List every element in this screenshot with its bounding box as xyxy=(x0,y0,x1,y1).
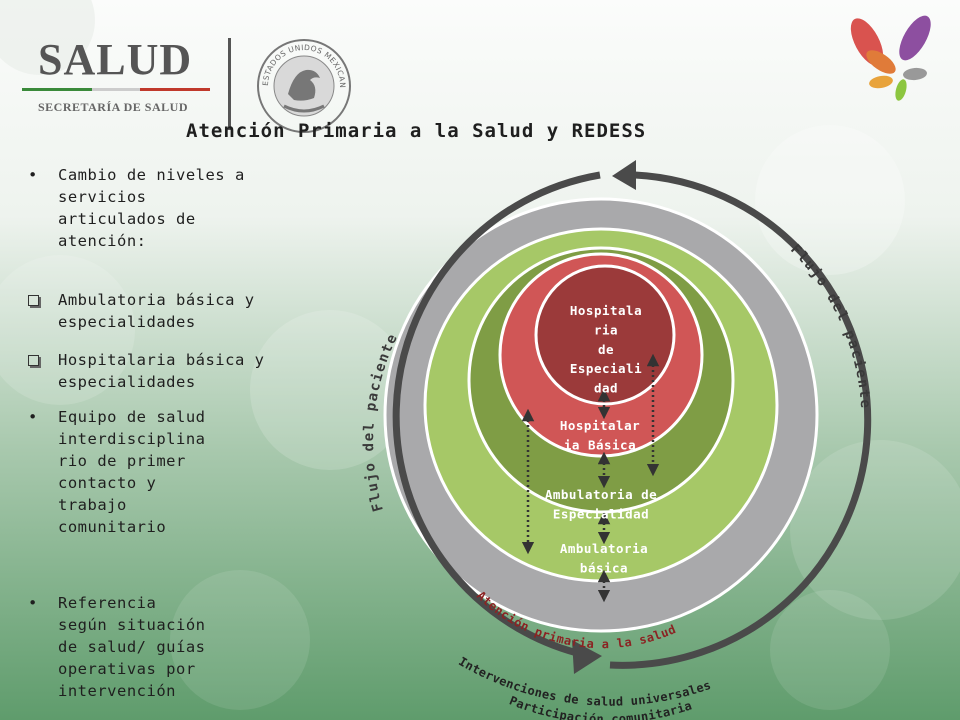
flow-arc-right-head xyxy=(612,160,636,190)
label-line: Especialidad xyxy=(553,506,649,521)
label-line: ia Básica xyxy=(564,437,636,452)
bullet-dot-icon: • xyxy=(28,166,38,184)
label-line: Ambulatoria xyxy=(560,541,648,556)
label-ambulatoria-especialidad: Ambulatoria de Especialidad xyxy=(545,487,657,521)
bullet-text: Hospitalaria básica y especialidades xyxy=(58,351,265,391)
label-line: Hospitalar xyxy=(560,418,640,433)
flow-arc-right xyxy=(609,171,872,669)
checkbox-bullet-icon xyxy=(28,289,39,312)
butterfly-logo-icon xyxy=(850,15,931,101)
bullet-text: Ambulatoria básica y especialidades xyxy=(58,291,255,331)
logo-word: SALUD xyxy=(38,35,193,84)
bullet-text: Referencia según situación de salud/ guí… xyxy=(58,594,206,700)
bullet-text: Cambio de niveles a servicios articulado… xyxy=(58,166,245,250)
label-line: básica xyxy=(580,560,628,575)
logo-tricolor-line xyxy=(22,88,210,91)
mexican-coat-of-arms-icon: ESTADOS UNIDOS MEXICANOS xyxy=(254,36,351,133)
label-line: Ambulatoria de xyxy=(545,487,657,502)
logo-divider xyxy=(228,38,231,130)
flow-arc-left xyxy=(392,171,601,659)
slide-title: Atención Primaria a la Salud y REDESS xyxy=(186,120,647,142)
label-hospitalaria-basica: Hospitalar ia Básica xyxy=(560,418,640,452)
label-line: de xyxy=(598,342,614,357)
secretaria-salud-logo: SALUD SECRETARÍA DE SALUD ESTADOS UNIDOS… xyxy=(18,20,351,133)
label-line: Especiali xyxy=(570,361,642,376)
bullet-text: Equipo de salud interdisciplina rio de p… xyxy=(58,408,206,536)
label-line: Hospitala xyxy=(570,303,642,318)
flow-arc-left-head xyxy=(572,640,602,674)
label-line: dad xyxy=(594,381,618,396)
bullet-dot-icon: • xyxy=(28,408,38,426)
bullet-dot-icon: • xyxy=(28,594,38,612)
label-ambulatoria-basica: Ambulatoria básica xyxy=(560,541,648,575)
checkbox-bullet-icon xyxy=(28,349,39,372)
label-line: ria xyxy=(594,322,618,337)
logo-subtitle: SECRETARÍA DE SALUD xyxy=(38,100,188,114)
